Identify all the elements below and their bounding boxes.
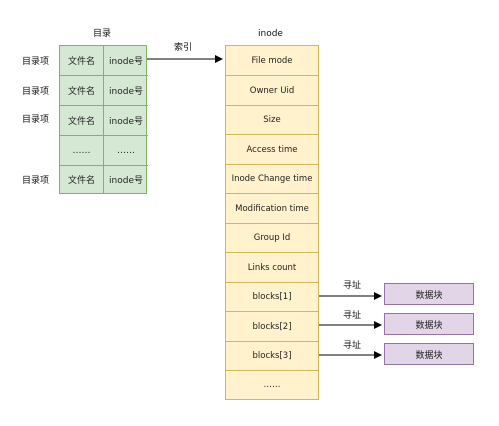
inode-field-owner-uid: Owner Uid xyxy=(226,76,318,106)
inode-field-size: Size xyxy=(226,105,318,135)
data-block: 数据块 xyxy=(384,283,474,305)
index-label: 索引 xyxy=(174,43,193,53)
addressing-label: 寻址 xyxy=(343,281,362,291)
directory-entry-label: 目录项 xyxy=(22,176,50,186)
ellipsis-cell: …… xyxy=(60,136,104,166)
file-name-cell: 文件名 xyxy=(60,166,104,193)
inode-number-cell: inode号 xyxy=(104,76,148,106)
directory-title: 目录 xyxy=(93,29,112,39)
directory-entry-label: 目录项 xyxy=(22,115,50,125)
inode-number-cell: inode号 xyxy=(104,46,148,76)
addressing-label: 寻址 xyxy=(343,341,362,351)
inode-field-more: …… xyxy=(263,380,281,390)
inode-number-cell: inode号 xyxy=(109,176,143,186)
file-name-cell: 文件名 xyxy=(60,106,104,136)
addressing-label: 寻址 xyxy=(343,311,362,321)
directory-entry-label: 目录项 xyxy=(22,87,50,97)
inode-number-cell: inode号 xyxy=(104,106,148,136)
file-name-cell: 文件名 xyxy=(60,76,104,106)
inode-field-links-count: Links count xyxy=(226,253,318,283)
inode-field-block-1: blocks[1] xyxy=(226,282,318,312)
data-block: 数据块 xyxy=(384,313,474,335)
inode-field-block-3: blocks[3] xyxy=(226,341,318,371)
data-block: 数据块 xyxy=(384,343,474,365)
inode-field-change-time: Inode Change time xyxy=(226,164,318,194)
inode-structure: File mode Owner Uid Size Access time Ino… xyxy=(225,45,319,400)
inode-field-access-time: Access time xyxy=(226,135,318,165)
inode-title: inode xyxy=(258,29,283,39)
directory-table: 文件名 inode号 文件名 inode号 文件名 inode号 …… …… 文… xyxy=(59,45,148,194)
inode-field-group-id: Group Id xyxy=(226,223,318,253)
directory-entry-label: 目录项 xyxy=(22,57,50,67)
inode-field-modification-time: Modification time xyxy=(226,194,318,224)
ellipsis-cell: …… xyxy=(104,136,148,166)
inode-field-block-2: blocks[2] xyxy=(226,312,318,342)
file-name-cell: 文件名 xyxy=(60,46,104,76)
inode-field-file-mode: File mode xyxy=(226,46,318,76)
